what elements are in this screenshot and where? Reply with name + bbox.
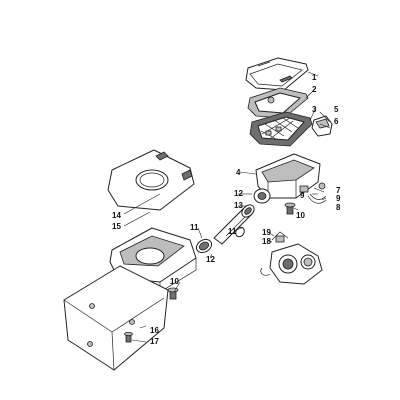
callout-10-upper: 10: [296, 211, 305, 220]
callout-14: 14: [112, 211, 121, 220]
callout-labels: 1 2 3 5 6 4 7 9 9 8 10 12 13 11 11 12 14…: [112, 73, 341, 346]
breather-vent: [311, 115, 333, 137]
callout-7: 7: [336, 186, 341, 195]
callout-10-lower: 10: [170, 277, 179, 286]
callout-17: 17: [150, 337, 159, 346]
callout-8: 8: [336, 203, 341, 212]
air-box-base: [253, 153, 321, 204]
callout-16: 16: [150, 326, 159, 335]
callout-15: 15: [112, 222, 121, 231]
callout-13: 13: [234, 201, 243, 210]
callout-9-lower: 9: [336, 194, 341, 203]
callout-18: 18: [262, 237, 271, 246]
cover-seal: [247, 87, 309, 119]
callout-11-left: 11: [190, 223, 199, 232]
intake-housing: [109, 227, 197, 293]
box-fastener: [284, 202, 296, 215]
boot-clamps: [195, 226, 245, 254]
air-filter: [249, 111, 313, 147]
throttle-body: [260, 231, 323, 285]
intake-boot: [213, 204, 255, 245]
drain-hose: [307, 182, 327, 204]
callout-2: 2: [312, 85, 317, 94]
callout-11-right: 11: [228, 227, 237, 236]
housing-grommet: [167, 287, 179, 300]
callout-12-upper: 12: [234, 189, 243, 198]
callout-9-upper: 9: [300, 191, 305, 200]
callout-1: 1: [312, 73, 317, 82]
callout-19: 19: [262, 228, 271, 237]
leader-lines: [123, 71, 331, 343]
air-box-cover: [245, 57, 309, 91]
callout-6: 6: [334, 117, 339, 126]
callout-4: 4: [236, 168, 241, 177]
callout-12-lower: 12: [206, 255, 215, 264]
callout-5: 5: [334, 105, 339, 114]
upper-plate: [107, 149, 195, 211]
mount-bracket: [63, 265, 169, 371]
mount-screw: [124, 331, 133, 343]
callout-3: 3: [312, 105, 317, 114]
